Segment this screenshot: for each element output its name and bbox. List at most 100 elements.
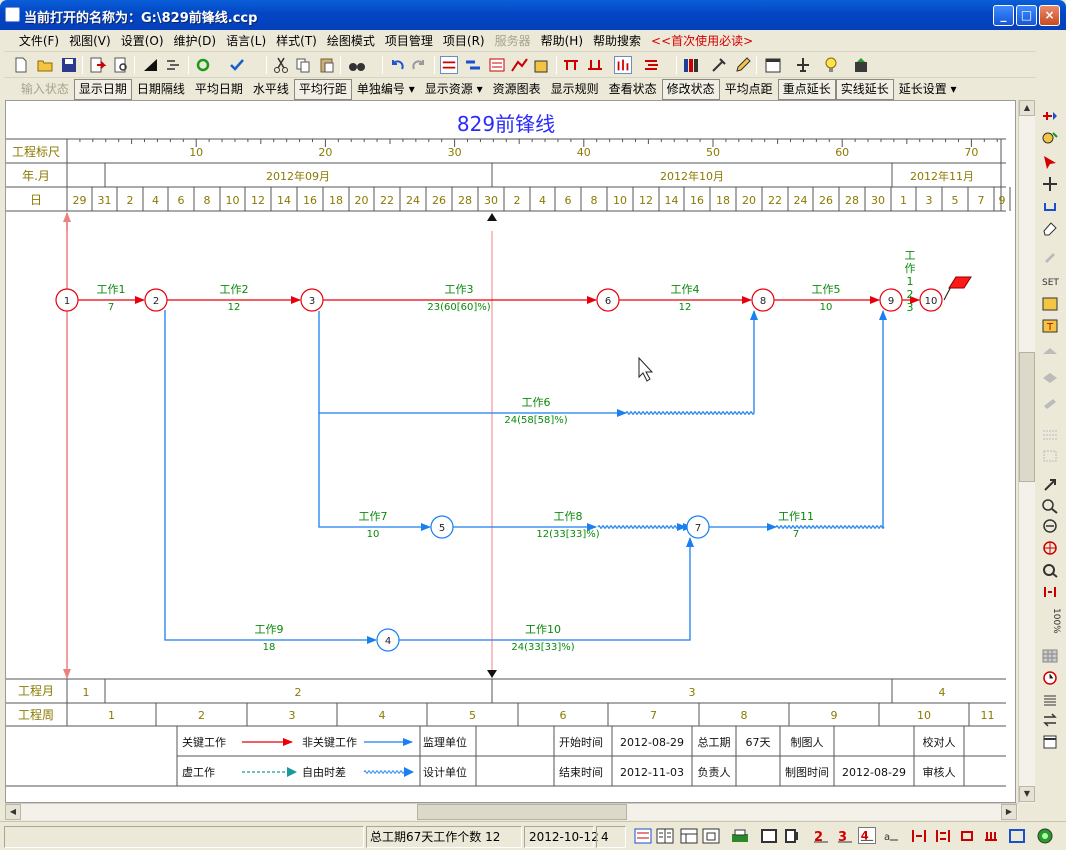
mode-button-4[interactable]: 水平线	[252, 82, 289, 96]
label-icon[interactable]: a	[882, 828, 900, 844]
mode-button-12[interactable]: 平均点距	[724, 82, 773, 96]
print-preview-icon[interactable]	[112, 56, 130, 74]
text-tool-icon[interactable]: T	[1041, 318, 1059, 334]
open-folder-icon[interactable]	[36, 56, 54, 74]
online-status-icon[interactable]	[1036, 827, 1054, 845]
mode-button-0[interactable]: 输入状态	[20, 82, 69, 96]
swap-icon[interactable]	[1041, 712, 1059, 728]
zoom-window-icon[interactable]	[1041, 562, 1059, 578]
connect-icon[interactable]	[1041, 130, 1059, 146]
grid-box-icon[interactable]	[1041, 448, 1059, 464]
vertical-scrollbar[interactable]: ▲ ▼	[1018, 100, 1035, 803]
print-icon[interactable]	[730, 828, 750, 844]
scroll-right-button[interactable]: ▶	[1001, 804, 1017, 820]
menu-item-12[interactable]: <<首次使用必读>	[651, 34, 754, 48]
triangle-tool-icon[interactable]	[142, 56, 160, 74]
mode-button-3[interactable]: 平均日期	[194, 82, 243, 96]
mode-button-13[interactable]: 重点延长	[777, 79, 836, 100]
tools-icon[interactable]	[710, 56, 728, 74]
scroll-down-button[interactable]: ▼	[1019, 786, 1035, 802]
level-4-icon[interactable]: 4	[858, 827, 876, 844]
view-frame-icon[interactable]	[702, 828, 720, 844]
export-package-icon[interactable]	[852, 56, 870, 74]
align-bottom-tool-icon[interactable]	[982, 828, 1000, 844]
lightbulb-icon[interactable]	[822, 56, 840, 74]
view-split-icon[interactable]	[680, 828, 698, 844]
align-center-icon[interactable]	[934, 828, 952, 844]
menu-item-0[interactable]: 文件(F)	[18, 34, 60, 48]
close-button[interactable]: ×	[1039, 5, 1060, 26]
resource-icon[interactable]	[532, 56, 550, 74]
align-top-icon[interactable]	[562, 56, 580, 74]
level-2-icon[interactable]: 2	[812, 828, 830, 845]
fit-frame-icon[interactable]	[1008, 828, 1026, 844]
mode-button-7[interactable]: 显示资源 ▾	[424, 82, 483, 96]
mode-button-15[interactable]: 延长设置 ▾	[898, 82, 957, 96]
minimize-button[interactable]: _	[993, 5, 1014, 26]
menu-item-9[interactable]: 服务器	[494, 34, 531, 48]
menu-item-8[interactable]: 项目(R)	[442, 34, 485, 48]
ruler-tool-icon[interactable]	[1041, 198, 1059, 214]
new-file-icon[interactable]	[12, 56, 30, 74]
mode-button-2[interactable]: 日期隔线	[136, 82, 185, 96]
mode-button-1[interactable]: 显示日期	[73, 79, 132, 100]
vertical-scroll-thumb[interactable]	[1019, 352, 1035, 482]
align-right-icon[interactable]	[958, 828, 976, 844]
edit-icon[interactable]	[734, 56, 752, 74]
calendar-icon[interactable]	[764, 56, 782, 74]
align-bottom-icon[interactable]	[586, 56, 604, 74]
gantt-view-icon[interactable]	[464, 56, 482, 74]
plane-icon[interactable]	[794, 56, 812, 74]
menu-item-10[interactable]: 帮助(H)	[540, 34, 584, 48]
mode-button-14[interactable]: 实线延长	[835, 79, 894, 100]
menu-item-2[interactable]: 设置(O)	[120, 34, 164, 48]
clock-icon[interactable]	[1041, 670, 1059, 686]
scroll-left-button[interactable]: ◀	[5, 804, 21, 820]
curve-view-icon[interactable]	[510, 56, 528, 74]
menu-item-11[interactable]: 帮助搜索	[593, 34, 642, 48]
zoom-100-icon[interactable]: 100%	[1041, 606, 1061, 636]
grid-lines-icon[interactable]	[1041, 426, 1059, 442]
menu-item-1[interactable]: 视图(V)	[69, 34, 111, 48]
mode-button-10[interactable]: 查看状态	[608, 82, 657, 96]
menu-item-6[interactable]: 绘图模式	[326, 34, 375, 48]
menu-item-4[interactable]: 语言(L)	[226, 34, 267, 48]
menu-item-7[interactable]: 项目管理	[384, 34, 433, 48]
mode-button-9[interactable]: 显示规则	[550, 82, 599, 96]
network-view-icon[interactable]	[440, 56, 458, 74]
select-arrow-icon[interactable]	[1041, 154, 1059, 170]
zoom-out-icon[interactable]	[1041, 518, 1059, 534]
app-icon[interactable]	[5, 7, 20, 22]
level-3-icon[interactable]: 3	[836, 828, 854, 845]
zoom-fit-icon[interactable]	[1041, 540, 1059, 556]
menu-item-3[interactable]: 维护(D)	[173, 34, 217, 48]
redo-icon[interactable]	[410, 56, 428, 74]
brush-icon[interactable]	[1041, 248, 1059, 264]
find-icon[interactable]	[348, 56, 366, 74]
horizontal-scroll-thumb[interactable]	[417, 804, 627, 820]
eraser-icon[interactable]	[1041, 220, 1059, 236]
check-icon[interactable]	[228, 56, 246, 74]
layer-icon[interactable]	[1041, 370, 1059, 386]
list-view-icon[interactable]	[488, 56, 506, 74]
paste-icon[interactable]	[318, 56, 336, 74]
page-split-icon[interactable]	[784, 828, 802, 844]
mode-button-11[interactable]: 修改状态	[661, 79, 720, 100]
mode-button-8[interactable]: 资源图表	[492, 82, 541, 96]
view-columns-icon[interactable]	[656, 828, 674, 844]
menu-item-5[interactable]: 样式(T)	[276, 34, 317, 48]
table-icon[interactable]	[1041, 648, 1059, 664]
zoom-page-icon[interactable]	[1041, 584, 1059, 600]
scroll-up-button[interactable]: ▲	[1019, 100, 1035, 116]
outline-icon[interactable]	[164, 56, 182, 74]
move-icon[interactable]	[1041, 176, 1059, 192]
frontline-icon[interactable]	[614, 56, 632, 74]
library-icon[interactable]	[682, 56, 700, 74]
maximize-button[interactable]: □	[1016, 5, 1037, 26]
settings-icon[interactable]: SET	[1041, 272, 1059, 288]
chart-icon[interactable]	[1041, 296, 1059, 312]
mode-button-5[interactable]: 平均行距	[293, 79, 352, 100]
cut-icon[interactable]	[272, 56, 290, 74]
title-bar[interactable]: 当前打开的名称为：G:\829前锋线.ccp _ □ ×	[0, 0, 1066, 30]
undo-icon[interactable]	[388, 56, 406, 74]
